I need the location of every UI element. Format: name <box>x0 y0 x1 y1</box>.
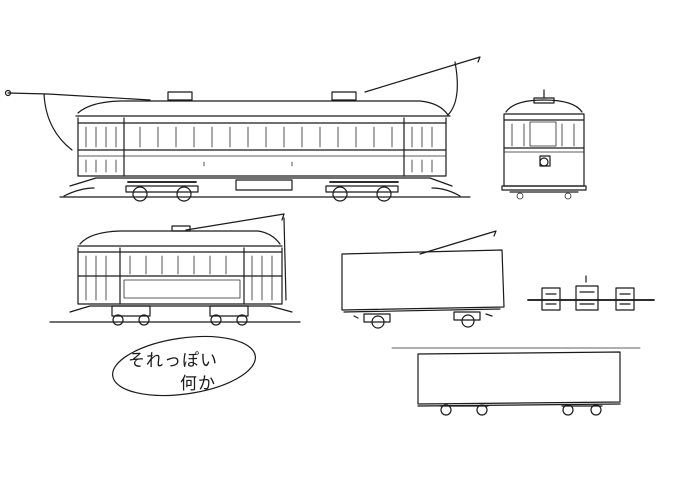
note-line-2: 何か <box>180 374 216 394</box>
note-line-1: それっぽい <box>128 351 218 371</box>
note-circle <box>111 335 257 397</box>
tram-short-side-view <box>49 213 301 326</box>
tram-front-view <box>501 89 587 200</box>
boxcar-sketch <box>341 230 505 329</box>
plain-car-sketch <box>391 347 641 416</box>
truck-bogie-detail <box>527 275 655 311</box>
tram-long-side-view <box>4 56 481 202</box>
handwritten-note: それっぽい 何か <box>111 335 257 397</box>
